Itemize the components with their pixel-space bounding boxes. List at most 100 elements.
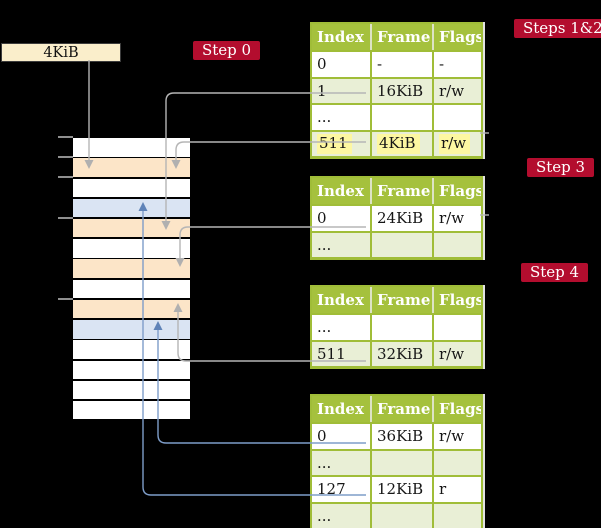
table-cell: - xyxy=(370,52,432,77)
memory-tick xyxy=(58,156,73,159)
table-cell: 36KiB xyxy=(370,424,432,449)
table-cell: ... xyxy=(317,318,332,337)
table-cell: 0 xyxy=(317,209,327,228)
table-cell: 0 xyxy=(317,427,327,446)
memory-frame-row xyxy=(73,400,190,420)
table-cell xyxy=(370,232,432,257)
table-row: ... xyxy=(312,313,481,340)
table-cell: ... xyxy=(317,235,332,254)
table-cell xyxy=(432,232,481,257)
column-header-flags: Flags xyxy=(432,24,481,50)
table-row: ... xyxy=(312,103,481,130)
table-cell: 511 xyxy=(317,344,346,363)
physical-memory-strip xyxy=(73,137,190,420)
badge-step-4-label: Step 4 xyxy=(530,263,580,281)
table-cell: ... xyxy=(317,108,332,127)
table-cell: 4KiB xyxy=(370,131,432,156)
column-header-flags: Flags xyxy=(432,396,481,422)
memory-frame-row xyxy=(73,340,190,359)
memory-frame-row xyxy=(73,360,190,379)
table-cell: ... xyxy=(317,506,332,525)
memory-frame-row xyxy=(73,158,190,177)
badge-step-0-label: Step 0 xyxy=(202,41,252,59)
table-cell xyxy=(432,450,481,475)
table-cell: r xyxy=(432,477,481,502)
table-cell: - xyxy=(432,52,481,77)
badge-step-3: Step 3 xyxy=(520,158,595,177)
table-cell: 127 xyxy=(317,480,346,499)
table-cell: r/w xyxy=(432,78,481,103)
memory-frame-row xyxy=(73,279,190,299)
table-cell: 32KiB xyxy=(370,341,432,366)
table-cell xyxy=(370,450,432,475)
column-header-frame: Frame xyxy=(370,178,432,204)
memory-frame-row xyxy=(73,178,190,198)
table-row: ... xyxy=(312,501,481,528)
page-size-label: 4KiB xyxy=(43,44,79,61)
highlighted-value: 4KiB xyxy=(377,133,420,154)
table-row: ... xyxy=(312,230,481,257)
highlighted-value: r/w xyxy=(439,133,471,154)
memory-frame-row xyxy=(73,138,190,157)
column-header-flags: Flags xyxy=(432,178,481,204)
column-header-frame: Frame xyxy=(370,24,432,50)
table-cell xyxy=(370,315,432,340)
table-cell xyxy=(370,105,432,130)
memory-frame-row xyxy=(73,219,190,238)
table-cell: 24KiB xyxy=(370,206,432,231)
table-row: 511 4KiB r/w xyxy=(312,129,481,157)
table-cell: r/w xyxy=(432,341,481,366)
badge-steps-1-2-label: Steps 1&2 xyxy=(523,19,601,37)
column-header-index: Index xyxy=(317,400,364,418)
memory-frame-row xyxy=(73,380,190,400)
table-cell: r/w xyxy=(432,131,481,156)
table-cell: 511 xyxy=(312,132,370,157)
memory-tick xyxy=(58,176,73,179)
memory-frame-row xyxy=(73,198,190,218)
table-cell: ... xyxy=(317,453,332,472)
badge-step-3-label: Step 3 xyxy=(536,158,586,176)
table-cell: 0 xyxy=(317,55,327,74)
table-cell: r/w xyxy=(432,206,481,231)
highlighted-value: 511 xyxy=(317,133,352,154)
table-cell: r/w xyxy=(432,424,481,449)
memory-frame-row xyxy=(73,320,190,339)
badge-step-4: Step 4 xyxy=(514,263,589,282)
badge-step-0: Step 0 xyxy=(186,41,261,60)
table-cell: 12KiB xyxy=(370,477,432,502)
table-cell xyxy=(432,503,481,528)
memory-tick xyxy=(58,216,73,219)
memory-tick xyxy=(58,136,73,138)
column-header-index: Index xyxy=(317,28,364,46)
column-header-index: Index xyxy=(317,291,364,309)
table-row: ... xyxy=(312,448,481,475)
memory-frame-row xyxy=(73,239,190,258)
table-cell xyxy=(370,503,432,528)
table-cell xyxy=(432,105,481,130)
memory-frame-row xyxy=(73,299,190,319)
column-header-frame: Frame xyxy=(370,287,432,313)
column-header-flags: Flags xyxy=(432,287,481,313)
table-cell: 1 xyxy=(317,81,327,100)
table-cell: 16KiB xyxy=(370,78,432,103)
column-header-frame: Frame xyxy=(370,396,432,422)
page-size-box: 4KiB xyxy=(1,43,121,62)
memory-frame-row xyxy=(73,259,190,278)
column-header-index: Index xyxy=(317,182,364,200)
table-cell xyxy=(432,315,481,340)
memory-tick xyxy=(58,297,73,300)
